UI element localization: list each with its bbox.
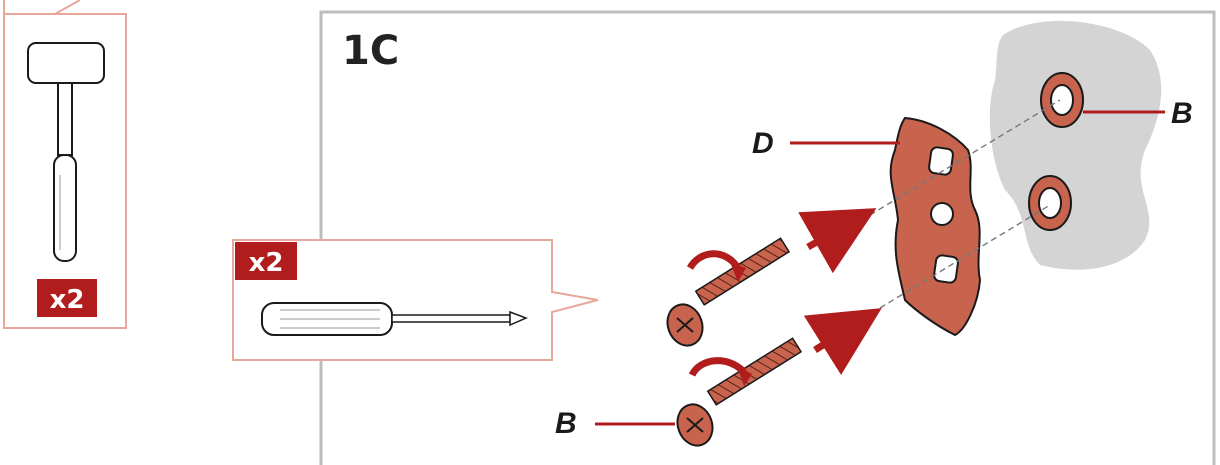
callout-label-wall-anchor: B bbox=[1171, 97, 1193, 130]
screw-bottom bbox=[676, 337, 803, 447]
quantity-badge-text: x2 bbox=[50, 285, 85, 315]
wall-anchor-bottom bbox=[1028, 175, 1072, 231]
quantity-badge bbox=[37, 279, 97, 317]
hammer-tool-panel: x2 bbox=[3, 0, 127, 329]
mallet-icon bbox=[27, 42, 105, 262]
step-label: 1C bbox=[342, 28, 399, 74]
callout-label-screw: B bbox=[555, 407, 577, 440]
wall-anchor-top bbox=[1040, 72, 1084, 128]
mounting-bracket bbox=[889, 116, 982, 337]
quantity-badge bbox=[235, 242, 297, 280]
screwdriver-icon bbox=[261, 302, 528, 336]
rotate-arrow-top bbox=[686, 250, 746, 282]
screwdriver-tool-panel: x2 bbox=[232, 239, 599, 361]
callout-label-bracket: D bbox=[752, 127, 774, 160]
rotate-arrow-bottom bbox=[688, 357, 752, 386]
quantity-badge-text: x2 bbox=[249, 248, 284, 278]
alignment-lines bbox=[869, 99, 1061, 309]
insertion-arrows bbox=[798, 208, 882, 375]
